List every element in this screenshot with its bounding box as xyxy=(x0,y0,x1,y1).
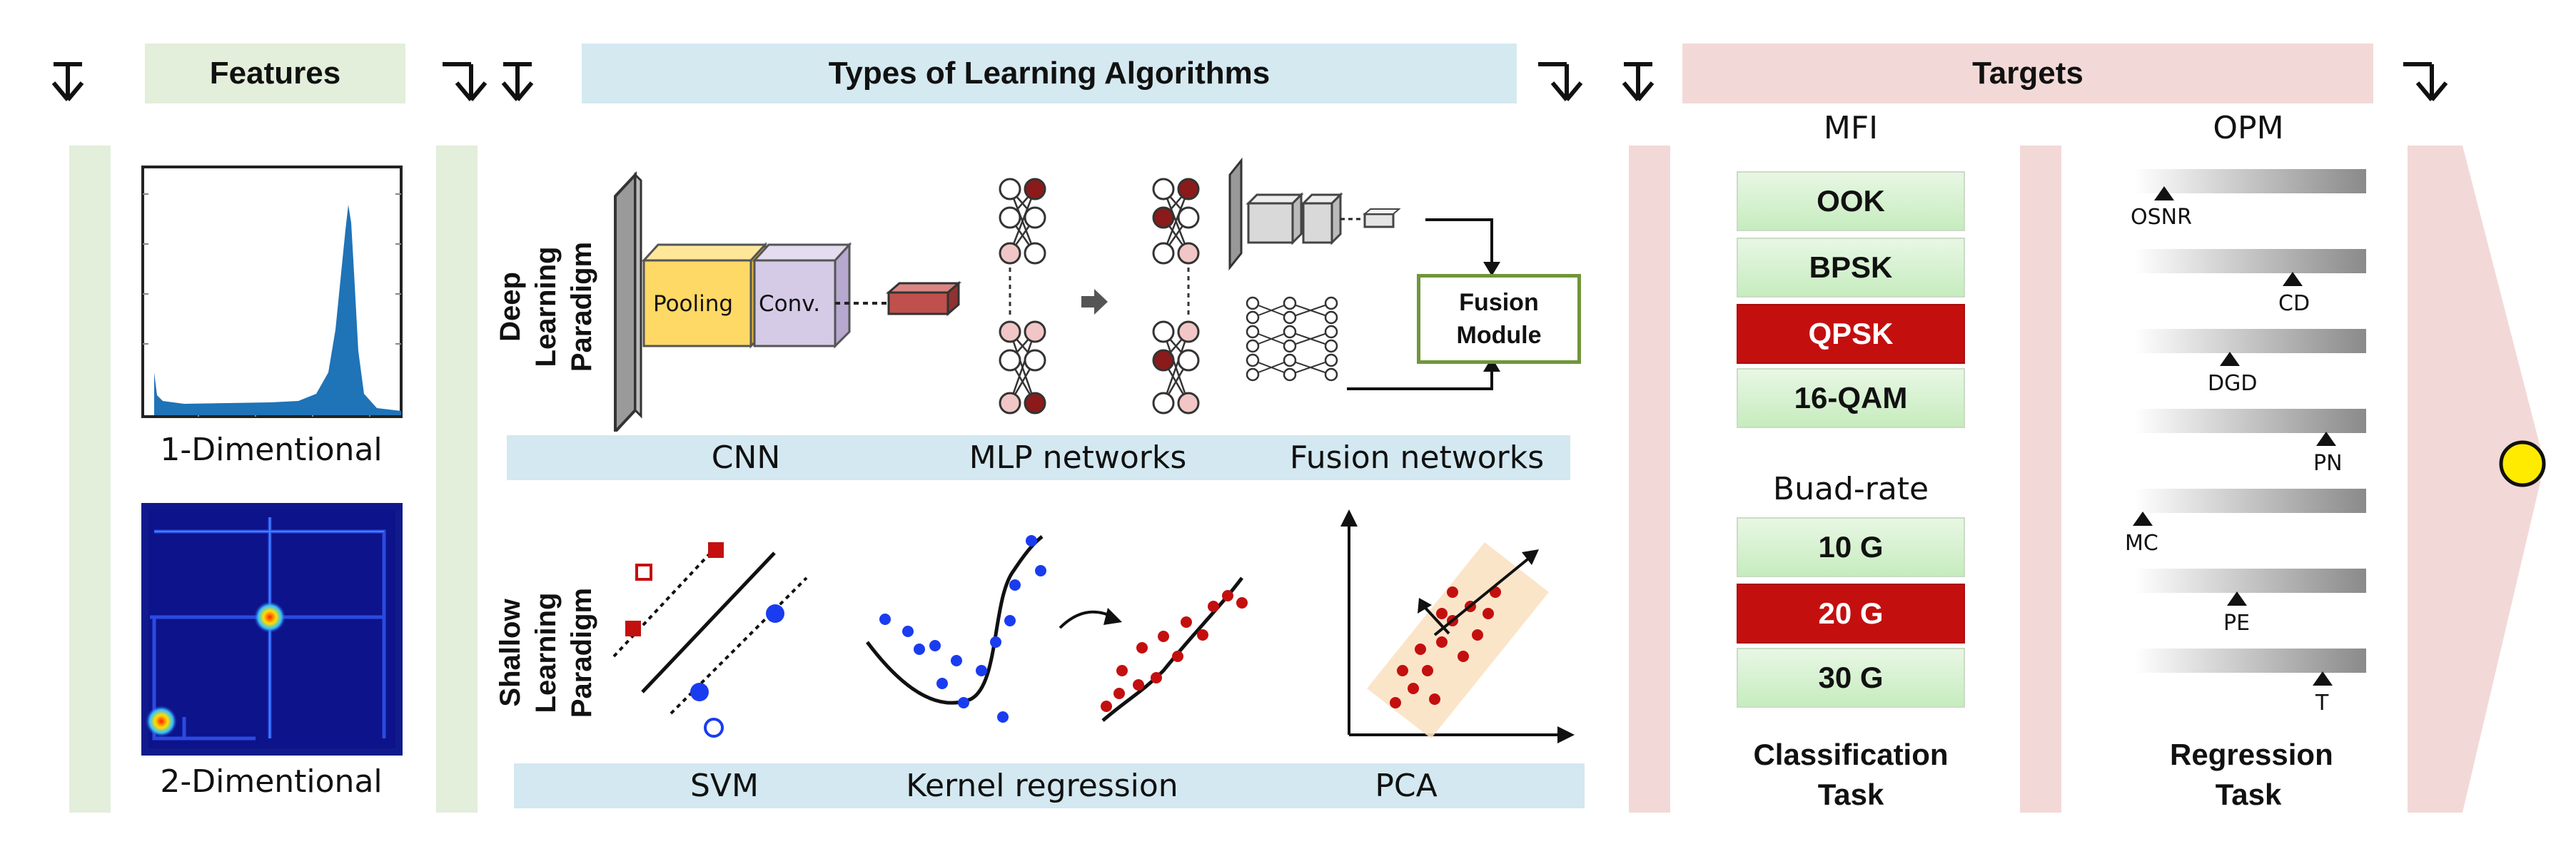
opm-marker-cd xyxy=(2283,272,2303,286)
opm-slider-mc[interactable] xyxy=(2134,489,2366,513)
targets-column-left xyxy=(1629,146,1670,813)
fusion-arrow-top-icon xyxy=(1483,262,1500,276)
opm-marker-pe xyxy=(2227,591,2247,606)
opm-marker-mc xyxy=(2133,512,2153,526)
svm-circle-filled-1 xyxy=(766,604,784,623)
opm-slider-osnr[interactable] xyxy=(2134,169,2366,193)
opm-marker-dgd xyxy=(2220,352,2240,366)
opm-label-mc: MC xyxy=(2125,531,2158,556)
shallow-label-pca: PCA xyxy=(1375,768,1438,804)
baud-option-30g[interactable]: 30 G xyxy=(1737,648,1965,708)
features-1d-label: 1-Dimentional xyxy=(160,432,383,468)
connector-icon-5 xyxy=(1622,62,1655,101)
opm-slider-t[interactable] xyxy=(2134,649,2366,673)
svm-diagram xyxy=(612,542,808,738)
opm-label-dgd: DGD xyxy=(2208,371,2258,396)
fusion-diagram xyxy=(1228,157,1500,390)
svm-circle-open xyxy=(704,718,724,738)
opm-title: OPM xyxy=(2213,110,2284,146)
mfi-title: MFI xyxy=(1823,110,1879,146)
features-header-label: Features xyxy=(209,56,341,91)
connector-icon-1 xyxy=(51,62,84,101)
opm-sliders xyxy=(2133,169,2366,686)
svm-square-filled-2 xyxy=(625,621,641,636)
connector-icon-2 xyxy=(443,62,488,101)
opm-marker-osnr xyxy=(2154,186,2174,200)
opm-label-cd: CD xyxy=(2278,291,2310,316)
opm-slider-pe[interactable] xyxy=(2134,569,2366,593)
mlp-arrow-icon xyxy=(1081,289,1108,315)
features-header: Features xyxy=(145,44,405,103)
baud-title: Buad-rate xyxy=(1772,471,1929,507)
opm-slider-cd[interactable] xyxy=(2134,249,2366,273)
fusion-module-box: Fusion Module xyxy=(1417,274,1581,364)
features-2d-label: 2-Dimentional xyxy=(160,763,383,800)
mfi-option-bpsk[interactable]: BPSK xyxy=(1737,238,1965,298)
targets-column-mid xyxy=(2020,146,2061,813)
connector-icon-3 xyxy=(501,62,534,101)
opm-label-pe: PE xyxy=(2223,611,2251,636)
mfi-option-ook[interactable]: OOK xyxy=(1737,171,1965,231)
baud-option-10g[interactable]: 10 G xyxy=(1737,517,1965,577)
targets-header: Targets xyxy=(1682,44,2373,103)
targets-header-label: Targets xyxy=(1972,56,2083,91)
opm-label-pn: PN xyxy=(2313,451,2343,476)
conv-label: Conv. xyxy=(759,291,821,317)
deep-label-cnn: CNN xyxy=(711,439,781,476)
classification-task-label: Classification Task xyxy=(1753,738,1949,811)
mfi-option-16qam[interactable]: 16-QAM xyxy=(1737,368,1965,428)
opm-slider-pn[interactable] xyxy=(2134,409,2366,433)
shallow-paradigm-label: Shallow Learning Paradigm xyxy=(495,587,597,718)
features-column-right xyxy=(436,146,478,813)
cnn-diagram xyxy=(614,171,962,432)
opm-label-t: T xyxy=(2315,691,2329,716)
kernel-regression-diagram xyxy=(866,535,1248,723)
output-node-icon xyxy=(2499,440,2546,487)
opm-slider-dgd[interactable] xyxy=(2134,329,2366,353)
connector-icon-6 xyxy=(2403,62,2448,101)
shallow-label-kernel: Kernel regression xyxy=(906,768,1178,804)
pca-diagram xyxy=(1340,509,1575,743)
fusion-module-label: Fusion Module xyxy=(1456,289,1542,349)
baud-option-20g[interactable]: 20 G xyxy=(1737,584,1965,644)
features-column-left xyxy=(69,146,111,813)
deep-label-mlp: MLP networks xyxy=(969,439,1187,476)
svm-square-open xyxy=(635,564,652,581)
kernel-arrow-icon xyxy=(1103,608,1122,625)
deep-label-bar: CNN MLP networks Fusion networks xyxy=(507,435,1570,480)
connector-icon-4 xyxy=(1538,62,1583,101)
shallow-label-svm: SVM xyxy=(690,768,759,804)
deep-paradigm-label: Deep Learning Paradigm xyxy=(495,241,597,372)
pca-axis1-arrow-icon xyxy=(1522,549,1539,565)
opm-marker-pn xyxy=(2316,432,2336,446)
svm-square-filled-1 xyxy=(708,542,724,558)
heatmap-2d xyxy=(141,503,403,756)
algorithms-header: Types of Learning Algorithms xyxy=(582,44,1517,103)
mlp-diagram xyxy=(999,178,1200,415)
opm-marker-t xyxy=(2313,671,2333,686)
shallow-label-bar: SVM Kernel regression PCA xyxy=(514,763,1585,808)
deep-label-fusion: Fusion networks xyxy=(1289,439,1545,476)
output-arrow xyxy=(2408,146,2545,813)
pooling-label: Pooling xyxy=(653,291,734,317)
pca-variance-band xyxy=(1367,542,1549,738)
algorithms-header-label: Types of Learning Algorithms xyxy=(828,56,1271,91)
regression-task-label: Regression Task xyxy=(2170,738,2333,811)
fusion-arrow-bottom-icon xyxy=(1483,357,1500,372)
cnn-output-block xyxy=(887,291,949,315)
mfi-option-qpsk[interactable]: QPSK xyxy=(1737,304,1965,364)
histogram-distribution xyxy=(154,205,401,415)
histogram-1d xyxy=(141,166,403,418)
pca-axis2-arrow-icon xyxy=(1418,598,1432,614)
opm-label-osnr: OSNR xyxy=(2131,205,2192,230)
svm-circle-filled-2 xyxy=(690,683,709,701)
